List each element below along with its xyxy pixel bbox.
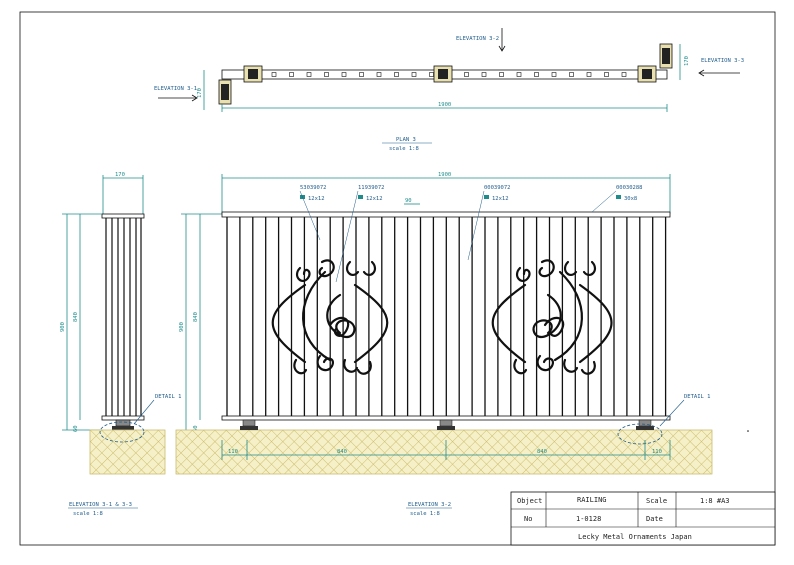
front-base-dim: 60 (193, 425, 199, 432)
plan-baluster-hole (499, 72, 504, 77)
plan-baluster-hole (394, 72, 399, 77)
svg-text:00030288: 00030288 (616, 185, 643, 191)
svg-text:12x12: 12x12 (308, 196, 325, 202)
plan-baluster-hole (604, 72, 609, 77)
side-width-dim: 170 (115, 172, 125, 178)
plan-baluster-hole (411, 72, 417, 77)
scale-label: Scale (646, 497, 667, 505)
plan-baluster-hole (551, 72, 557, 77)
plan-baluster-holes (271, 72, 627, 77)
svg-text:00039072: 00039072 (484, 185, 511, 191)
plan-width-dim: 1900 (438, 102, 451, 108)
plan-view: ELEVATION 3-2 ELEVATION 3-1 ELEVATION 3-… (154, 28, 744, 152)
plan-baluster-hole (376, 72, 382, 77)
svg-text:11939072: 11939072 (358, 185, 385, 191)
plan-depth-right: 170 (684, 56, 690, 66)
plan-baluster-hole (569, 72, 574, 77)
title-block: Object RAILING Scale 1:8 #A3 No 1-0128 D… (510, 491, 776, 546)
side-detail-label: DETAIL 1 (155, 394, 182, 400)
plan-title: PLAN 3 (396, 137, 416, 143)
side-height-outer: 900 (60, 322, 66, 332)
object-value: RAILING (577, 496, 607, 504)
part-callout-1: 53039072 12x12 (299, 185, 327, 241)
part-callout-4: 00030288 30x8 (591, 185, 643, 213)
object-label: Object (517, 497, 542, 505)
scroll-ornament-left (271, 259, 389, 375)
part-callout-3: 00039072 12x12 (467, 185, 511, 261)
scale-value: 1:8 #A3 (700, 497, 730, 505)
front-feet (240, 419, 654, 430)
part-callout-2: 11939072 12x12 (335, 185, 385, 283)
plan-baluster-hole (586, 72, 592, 77)
svg-text:30x8: 30x8 (624, 196, 637, 202)
svg-text:12x12: 12x12 (366, 196, 383, 202)
svg-text:53039072: 53039072 (300, 185, 327, 191)
plan-baluster-hole (271, 72, 277, 77)
scroll-ornament-right (491, 259, 613, 375)
side-height-inner: 840 (73, 312, 79, 322)
front-ground (175, 429, 713, 475)
left-offset-dim: 110 (228, 449, 238, 455)
top-rail (221, 211, 671, 218)
front-width-dim: 1900 (438, 172, 451, 178)
plan-baluster-hole (516, 72, 522, 77)
elevation-3-3-marker: ELEVATION 3-3 (701, 58, 744, 64)
right-offset-dim: 110 (652, 449, 662, 455)
plan-baluster-hole (534, 72, 539, 77)
front-title: ELEVATION 3-2 (408, 502, 451, 508)
bay-left-dim: 840 (337, 449, 347, 455)
plan-baluster-hole (359, 72, 364, 77)
side-base-dim: 60 (73, 425, 79, 432)
elevation-3-2-marker: ELEVATION 3-2 (456, 36, 499, 42)
side-title: ELEVATION 3-1 & 3-3 (69, 502, 132, 508)
balusters (226, 217, 667, 416)
side-ground (89, 429, 166, 475)
elevation-3-1-marker: ELEVATION 3-1 (154, 86, 197, 92)
plan-baluster-hole (289, 72, 294, 77)
side-scale: scale 1:8 (73, 511, 103, 517)
plan-depth-left: 170 (197, 88, 203, 98)
plan-baluster-hole (306, 72, 312, 77)
company-name: Lecky Metal Ornaments Japan (578, 533, 692, 541)
no-value: 1-0128 (576, 515, 601, 523)
front-height-inner: 840 (193, 312, 199, 322)
svg-text:12x12: 12x12 (492, 196, 509, 202)
plan-scale: scale 1:8 (389, 146, 419, 152)
side-elevation: 170 900 840 60 DETAIL 1 ELEVATION 3-1 & … (60, 172, 182, 517)
spacing-dim: 90 (405, 198, 412, 204)
bay-right-dim: 840 (537, 449, 547, 455)
sheet-border (19, 11, 776, 546)
plan-baluster-hole (429, 72, 434, 77)
plan-baluster-hole (324, 72, 329, 77)
plan-baluster-hole (464, 72, 469, 77)
plan-baluster-hole (621, 72, 627, 77)
plan-baluster-hole (341, 72, 347, 77)
front-detail-label: DETAIL 1 (684, 394, 711, 400)
front-scale: scale 1:8 (410, 511, 440, 517)
plan-baluster-hole (481, 72, 487, 77)
bottom-rail (221, 415, 671, 421)
front-height-outer: 900 (179, 322, 185, 332)
no-label: No (524, 515, 532, 523)
front-elevation: 1900 900 840 60 (175, 172, 749, 517)
date-label: Date (646, 515, 663, 523)
